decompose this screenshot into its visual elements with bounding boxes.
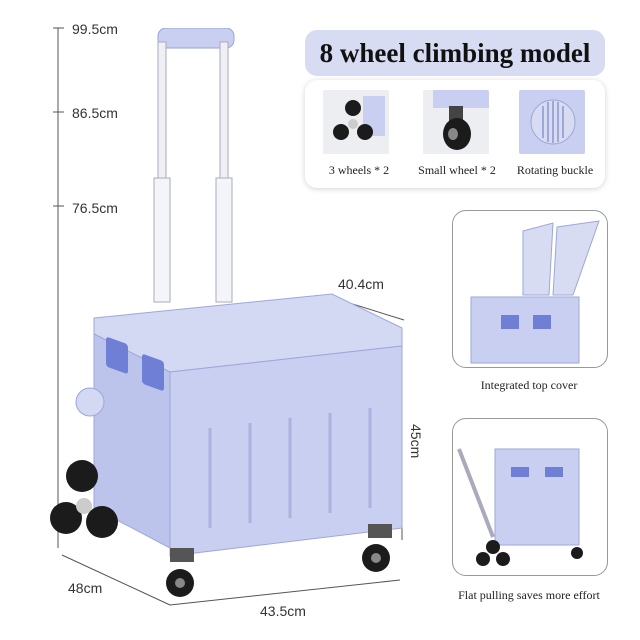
cart-front	[169, 345, 403, 557]
height-label-min: 76.5cm	[72, 200, 118, 216]
open-lid-illustration	[470, 220, 600, 364]
pulling-cart-illustration	[457, 448, 583, 566]
top-cover-caption: Integrated top cover	[480, 378, 578, 392]
model-title: 8 wheel climbing model	[305, 30, 605, 76]
climbing-wheels-icon	[333, 96, 385, 140]
feature-caption-small-wheel: Small wheel * 2	[418, 163, 496, 177]
flat-pulling-card	[452, 418, 608, 576]
climbing-wheels	[50, 460, 118, 538]
caster-wheels	[166, 524, 392, 597]
features-card: 3 wheels * 2 Small wheel * 2 Rotating bu…	[305, 80, 605, 188]
rotating-buckle-thumbnail	[519, 90, 585, 154]
small-wheel-icon	[433, 90, 489, 150]
height-label: 45cm	[408, 424, 424, 459]
climbing-wheels-thumbnail	[323, 90, 389, 154]
cart-illustration	[50, 28, 403, 597]
flat-pulling-caption: Flat pulling saves more effort	[458, 588, 600, 602]
width-label: 43.5cm	[260, 603, 306, 619]
depth-top-label: 40.4cm	[338, 276, 384, 292]
feature-caption-climbing: 3 wheels * 2	[328, 163, 390, 177]
feature-caption-buckle: Rotating buckle	[516, 163, 594, 177]
small-wheel-thumbnail	[423, 90, 489, 154]
rotating-buckle-icon	[519, 90, 585, 154]
top-cover-card	[452, 210, 608, 368]
height-label-mid: 86.5cm	[72, 105, 118, 121]
handle-grip	[157, 28, 235, 49]
depth-label: 48cm	[68, 580, 103, 596]
height-label-max: 99.5cm	[72, 21, 118, 37]
